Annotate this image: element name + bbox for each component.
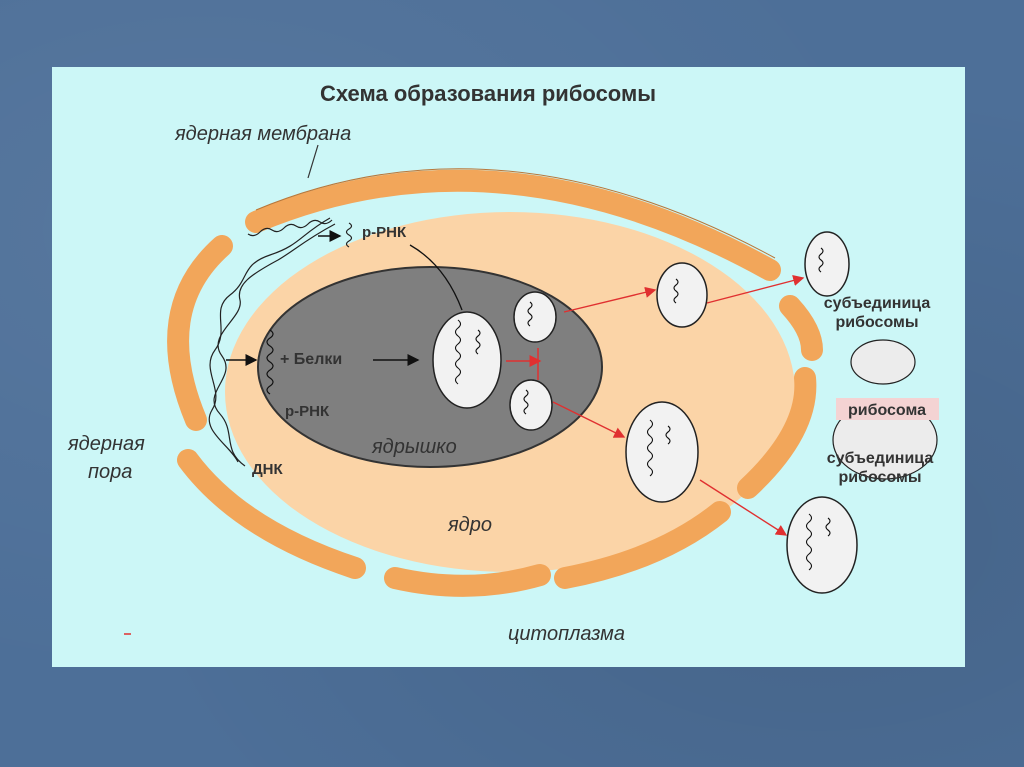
label-subunit-bottom-line1: субъединица	[827, 450, 934, 467]
rrna-coil-inner	[266, 329, 274, 395]
arrow-large-subunit-out	[552, 401, 626, 438]
label-subunit-top-line1: субъединица	[824, 295, 931, 312]
diagram-title: Схема образования рибосомы	[320, 81, 656, 106]
arrow-small-subunit-to-cytoplasm	[706, 275, 805, 304]
subunit-small-in-nucleus	[656, 262, 708, 328]
nuclear-membrane	[167, 169, 823, 597]
label-nucleus: ядро	[447, 514, 492, 536]
label-rrna-top: р-РНК	[362, 224, 407, 241]
membrane-segment-left-lower	[177, 449, 366, 579]
assembled-ribosome	[832, 339, 939, 480]
membrane-segment-bottom-right	[554, 501, 731, 589]
membrane-segment-bottom-left	[384, 564, 551, 597]
subunit-large-in-cytoplasm	[786, 496, 858, 594]
dna-helix	[208, 217, 336, 467]
label-subunit-bottom-line2: рибосомы	[838, 469, 921, 486]
arrow-large-subunit-to-cytoplasm	[699, 479, 788, 536]
subunit-large-in-nucleus	[625, 401, 699, 503]
label-cytoplasm: цитоплазма	[508, 623, 625, 645]
nuclear-membrane-outline	[255, 168, 776, 259]
membrane-segment-left-upper	[167, 235, 233, 431]
label-proteins: + Белки	[280, 351, 342, 368]
rrna-path-to-nucleolus	[409, 244, 463, 311]
subunit-nucleolus-bottom	[509, 379, 553, 431]
pointer-nuclear-membrane	[307, 144, 319, 179]
membrane-segment-right-upper	[779, 295, 823, 361]
precursor-particle	[432, 311, 502, 409]
subunit-nucleolus-top	[513, 291, 557, 343]
label-nuclear-membrane: ядерная мембрана	[174, 123, 351, 145]
label-ribosome: рибосома	[848, 402, 926, 419]
label-subunit-top-line2: рибосомы	[835, 314, 918, 331]
label-nucleolus: ядрышко	[371, 436, 457, 458]
label-nuclear-pore-line2: пора	[88, 461, 132, 483]
rrna-strand-top	[345, 222, 353, 248]
membrane-segment-top	[245, 169, 781, 281]
subunit-small-in-cytoplasm	[804, 231, 850, 297]
label-rrna-inner: р-РНК	[285, 403, 330, 420]
arrow-small-subunit-out	[563, 286, 657, 313]
label-nuclear-pore-line1: ядерная	[67, 433, 145, 455]
label-dna: ДНК	[252, 461, 284, 478]
membrane-segment-right-lower	[737, 367, 817, 499]
